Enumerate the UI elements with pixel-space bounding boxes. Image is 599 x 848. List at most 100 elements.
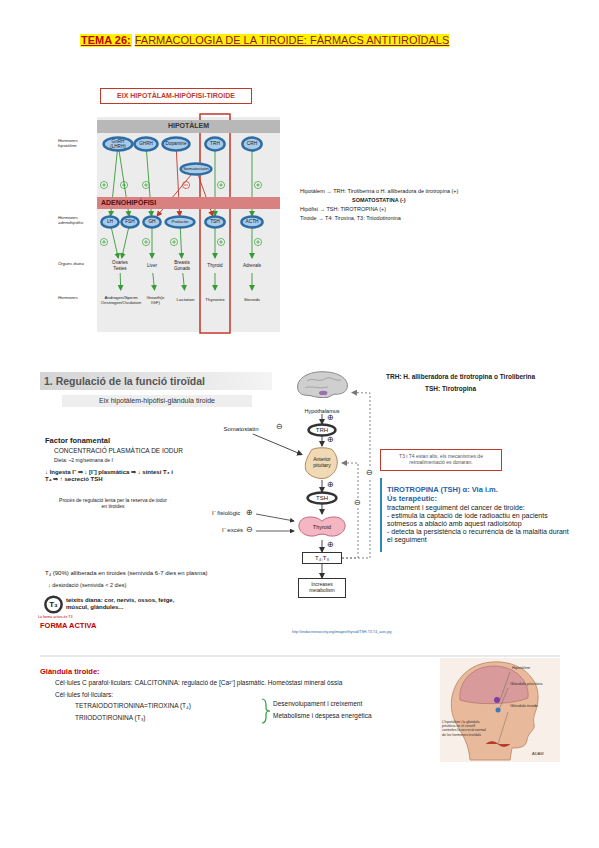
text-label: http://endocrinesociety.org/images/thyro… (292, 630, 391, 634)
text-label: Desenvolupament i creixement (273, 700, 362, 708)
text-label: Glàndula tiroide (510, 704, 555, 709)
box-node: T₄,T₃ (302, 552, 342, 564)
box-node: Eix hipotàlem-hipòfisi-glàndula tiroide (62, 395, 252, 407)
page-title: FARMACOLOGIA DE LA TIROIDE: FÀRMACS ANTI… (135, 34, 450, 47)
connector (198, 175, 213, 216)
box-node: Increases metabolism (298, 578, 346, 598)
node-text: - estimula la captació de iode radioacti… (387, 512, 575, 528)
text-label: Hormones hipotàlem (58, 138, 96, 148)
iodide-arrow (256, 514, 294, 521)
connector (152, 228, 153, 258)
text-label: Cèl·lules fol·liculars: (55, 691, 113, 699)
box-node: Adrenals (238, 258, 266, 273)
text-label: Metabolisme i despesa energètica (273, 712, 372, 720)
text-label: I⁻ excés (222, 527, 243, 534)
text-label: Procés de regulació lenta per la reserva… (58, 497, 168, 509)
node-text: TSH (210, 219, 220, 225)
box-node: Thyroid (202, 258, 228, 273)
connector (322, 414, 323, 424)
box-node: EIX HIPOTÀLAM-HIPÒFISI-TIROIDE (100, 88, 252, 104)
box-node: Thyroxine (202, 290, 228, 310)
node-text: GH (148, 219, 155, 225)
ellipse-node: TSH (205, 216, 225, 228)
ellipse-node: GnRH (LHRH) (103, 137, 133, 151)
text-label: La forma activa és T3 (38, 615, 73, 619)
box-node: Steroids (239, 290, 265, 310)
text-label: ⊕ (327, 435, 334, 445)
box-node: Somatostatin (218, 424, 264, 434)
node-text: Thyroid (207, 263, 222, 268)
text-label: ⊕ (327, 413, 334, 423)
connector (157, 175, 191, 216)
box-node: Ovaries Testes (103, 258, 137, 273)
node-text: TRH (316, 427, 328, 434)
text-label: ⊖ (353, 498, 362, 508)
text-label: L'hipotàlem i la glàndula pituïtària en … (442, 720, 486, 737)
node-text: Somatostatin (183, 166, 209, 171)
box-node: Lactation (172, 290, 199, 310)
box-node: Growth(e IGF) (141, 290, 170, 310)
node-text: Thyroid (313, 524, 331, 530)
node-text: Thyroxine (205, 297, 224, 302)
text-label: ↓ desiodació (semivida < 2 dies) (48, 582, 126, 589)
connector (253, 434, 302, 455)
ellipse-node: GHRH (134, 137, 158, 151)
node-text: TSH (316, 495, 328, 502)
box-node: Liver (142, 258, 162, 273)
text-label: ⊖ (246, 525, 253, 535)
text-label: Glàndula pituïtària (510, 682, 555, 687)
ellipse-node: Dopamine (162, 137, 190, 151)
ellipse-node: LH (101, 216, 119, 228)
text-label: ⊕ (327, 480, 334, 490)
brain-node: Hypothalamus (292, 370, 352, 414)
text-label: Glàndula tiroide: (40, 667, 100, 676)
text-label: ↓ Ingesta I⁻ ⇒ ↓ [I⁻] plasmàtica ⇒ ↓ sín… (45, 469, 173, 483)
ellipse-node: TRH (308, 424, 336, 436)
connector (252, 273, 253, 290)
text-label: ⊕ (246, 508, 253, 518)
connector (120, 273, 122, 290)
text-label: Hipotàlem → TRH: Tiroliberina o H. allib… (300, 188, 458, 195)
connector (180, 228, 181, 258)
ellipse-node: Prolactin (165, 216, 195, 228)
box-node: 1. Regulació de la funció tiroïdal (40, 372, 272, 390)
box-node: Breasts Gonads (167, 258, 197, 273)
text-label: Cèl·lules C parafol·liculars: CALCITONIN… (55, 679, 342, 687)
node-text: T₄,T₃ (315, 555, 329, 562)
box-node: ADENOHIPÒFISI (97, 197, 280, 209)
node-text: Ovaries Testes (105, 260, 135, 271)
node-text: - detecta la persistència o recurrència … (387, 528, 575, 544)
node-text: Ús terapèutic: (387, 495, 437, 504)
text-label: TETRAIODOTIRONINA=TIROXINA (T₄) (75, 702, 191, 710)
node-text: Growth(e IGF) (143, 295, 168, 305)
connector (111, 228, 118, 258)
text-label: ⊕ (327, 540, 334, 550)
node-text: LH (107, 219, 113, 225)
ellipse-node: Somatostatin (180, 163, 212, 175)
ellipse-node: FSH (121, 216, 139, 228)
node-text: EIX HIPOTÀLAM-HIPÒFISI-TIROIDE (117, 92, 235, 100)
connector (252, 228, 253, 258)
text-label: Factor fonamental (45, 436, 110, 445)
node-text: TRH (210, 141, 220, 147)
text-label: Tiroide → T4: Tiroxina, T3: Triiodotiron… (300, 215, 401, 222)
connector (322, 436, 323, 446)
ellipse-node: ACTH (241, 216, 263, 228)
node-text: Androgen/Sperm Oestrogen/Ovulation (100, 295, 142, 305)
text-label: ⊖ (365, 468, 374, 478)
ellipse-node: CRH (242, 137, 262, 151)
head-illustration (440, 658, 560, 762)
ellipse-node: TSH (307, 492, 337, 504)
text-label: ADAM (532, 752, 544, 757)
text-label: Hipotàlem (512, 666, 530, 671)
text-label: SOMATOSTATINA (-) (352, 197, 405, 204)
node-text: GHRH (139, 141, 153, 146)
box-node: HIPOTÀLEM (97, 120, 280, 133)
connector (215, 273, 216, 290)
node-text: Eix hipotàlem-hipòfisi-glàndula tiroide (99, 397, 215, 405)
box-node: Androgen/Sperm Oestrogen/Ovulation (98, 290, 144, 310)
node-text: FSH (125, 219, 135, 225)
node-text: Breasts Gonads (169, 260, 195, 271)
node-text: Lactation (177, 297, 195, 302)
